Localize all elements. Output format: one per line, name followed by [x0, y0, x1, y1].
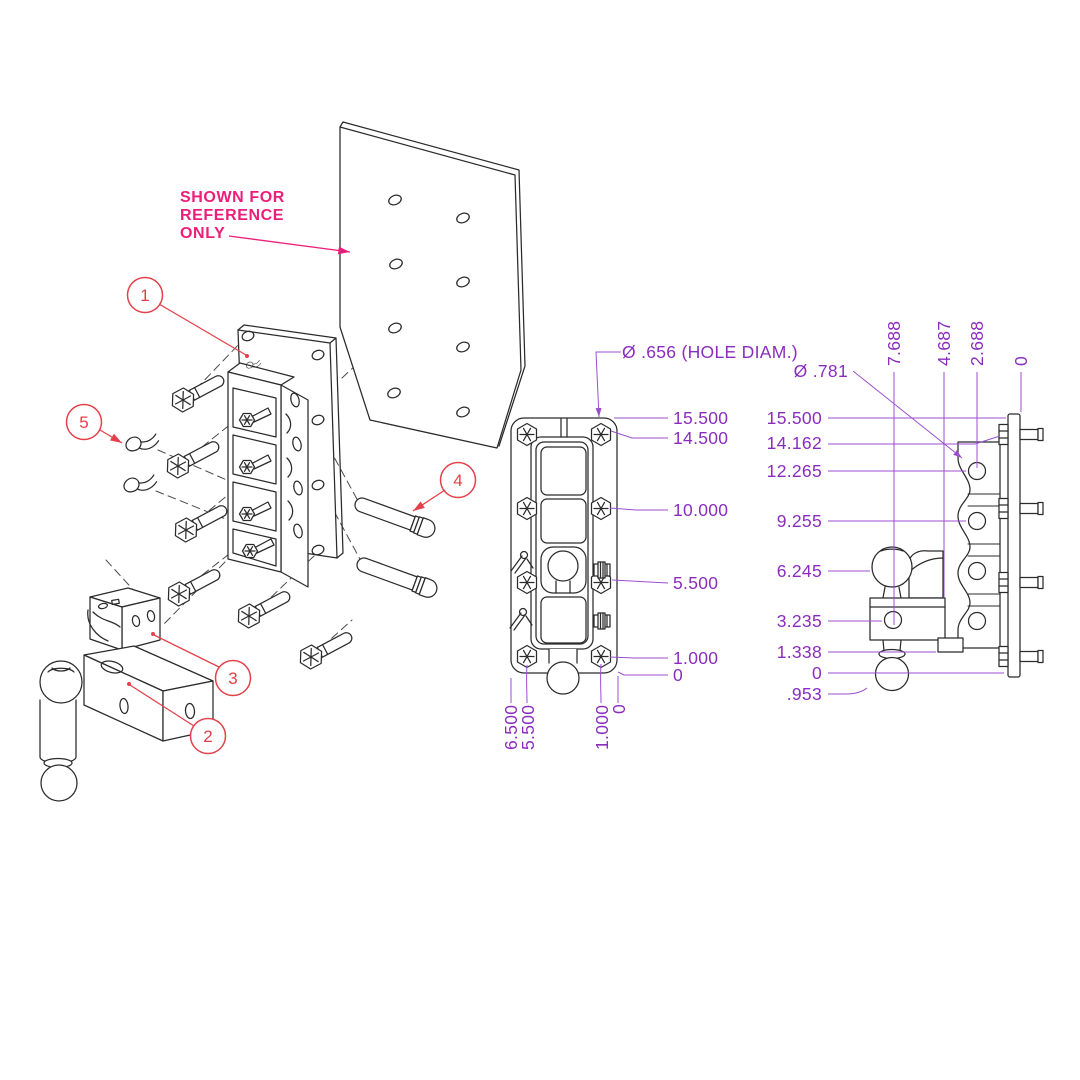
reference-note-line: ONLY	[180, 225, 225, 242]
hex-bolt	[161, 434, 224, 482]
side-top-dim-label: 7.688	[884, 321, 904, 366]
r-clip	[122, 474, 158, 494]
hex-bolt	[166, 368, 229, 416]
front-bottom-dim-label: 0	[609, 704, 629, 714]
reference-note-line: REFERENCE	[180, 207, 284, 224]
reference-note-line: SHOWN FOR	[180, 189, 285, 206]
front-hole-diameter-note: Ø .656 (HOLE DIAM.)	[622, 342, 798, 362]
hitch-pin	[353, 553, 441, 601]
side-dim-label: 0	[812, 663, 822, 683]
front-dim-label: 10.000	[673, 500, 728, 520]
bolt-head-front	[516, 496, 538, 521]
side-top-dim-label: 2.688	[967, 321, 987, 366]
bolt-head-front	[516, 570, 538, 595]
pin-end-front	[593, 561, 611, 579]
ball-mount	[39, 645, 214, 802]
balloon-4	[439, 461, 477, 499]
front-dim-label: 1.000	[673, 648, 718, 668]
side-dim-label: 3.235	[777, 611, 822, 631]
clamp-block	[87, 587, 161, 651]
r-clip	[124, 433, 160, 453]
bolt-head-front	[516, 422, 538, 447]
front-dim-label: 5.500	[673, 573, 718, 593]
front-dim-label: 15.500	[673, 408, 728, 428]
callout-number: 4	[453, 471, 462, 490]
front-dim-label: 14.500	[673, 428, 728, 448]
side-view	[869, 413, 1044, 692]
bolt-head-front	[516, 644, 538, 669]
front-view	[509, 417, 618, 695]
front-dim-label: 0	[673, 665, 683, 685]
front-bottom-dim-label: 5.500	[518, 705, 538, 750]
callout-number: 3	[228, 669, 237, 688]
side-dim-label: 6.245	[777, 561, 822, 581]
hitch-ball-front	[546, 661, 580, 695]
hex-bolt	[162, 562, 225, 610]
side-dim-label: 12.265	[767, 461, 822, 481]
callout-balloons: 1 2 3 4 5	[65, 276, 477, 755]
front-view-dimensions: Ø .656 (HOLE DIAM.) 15.500 14.500 10.000…	[501, 342, 798, 750]
balloon-3	[214, 659, 252, 697]
reference-plate	[339, 121, 526, 449]
side-hole-diameter-note: Ø .781	[794, 361, 848, 381]
side-dim-label: 9.255	[777, 511, 822, 531]
plate-edge	[1007, 413, 1021, 678]
adjustment-rack	[227, 359, 309, 588]
bolts-side	[998, 423, 1044, 668]
side-top-dim-label: 0	[1011, 356, 1031, 366]
balloon-5	[65, 403, 103, 441]
front-bottom-dim-label: 1.000	[592, 705, 612, 750]
balloon-1	[126, 276, 164, 314]
callout-number: 2	[203, 727, 212, 746]
side-dim-label: 14.162	[767, 433, 822, 453]
balloon-2	[189, 717, 227, 755]
callout-number: 5	[79, 413, 88, 432]
hex-bolt	[294, 625, 357, 673]
side-dim-label: .953	[787, 684, 822, 704]
exploded-view	[39, 121, 526, 802]
bolt-head-front	[590, 496, 612, 521]
hex-bolt	[232, 584, 295, 632]
bolt-head-front	[590, 422, 612, 447]
pin-end-front	[593, 612, 611, 630]
side-view-dimensions: Ø .781 15.500 14.162 12.265 9.255 6.245 …	[767, 321, 1031, 704]
hex-bolt	[169, 498, 232, 546]
ball-mount-side	[869, 546, 964, 692]
side-dim-label: 1.338	[777, 642, 822, 662]
side-dim-label: 15.500	[767, 408, 822, 428]
callout-number: 1	[140, 286, 149, 305]
front-bottom-dim-label: 6.500	[501, 705, 521, 750]
side-top-dim-label: 4.687	[934, 321, 954, 366]
reference-note: SHOWN FOR REFERENCE ONLY	[180, 189, 351, 255]
hitch-pin	[351, 493, 439, 541]
